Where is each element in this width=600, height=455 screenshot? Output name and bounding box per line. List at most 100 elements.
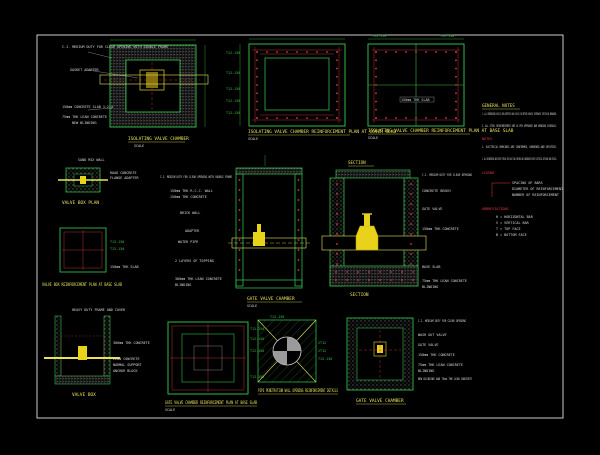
rebar-dot [316, 51, 318, 53]
abbrev-4: B = BOTTOM FACE [496, 233, 527, 237]
rebar-dot [410, 183, 412, 185]
gate-valve-chamber-plan-2: C.I. MEDIUM DUTY FOR CLEAR OPENING WASH … [346, 317, 472, 405]
rebar-dot [336, 183, 338, 185]
rebar-dot [297, 219, 300, 221]
rebar-dot [297, 179, 300, 181]
rebar-dot [297, 199, 300, 201]
rebar-dot [435, 117, 437, 119]
rebar-dot [385, 51, 387, 53]
rebar-dot [375, 108, 377, 111]
rebar-dot [395, 117, 397, 119]
rebar-dot [401, 279, 403, 281]
vb-plan-c3: FLANGE ADAPTER [110, 176, 140, 180]
rebar-dot [425, 51, 427, 53]
rebar-dot [238, 239, 241, 241]
rebar-dot [415, 117, 417, 119]
iso-callout-3: 150mm CONCRETE SLAB 1:2:4 [62, 105, 113, 109]
gv-c1: C.I. MEDIUM DUTY FOR CLEAR OPENING WITH … [160, 175, 232, 179]
rebar-dot [297, 229, 300, 231]
abbrev-3: T = TOP FACE [496, 227, 521, 231]
rebar-dot [336, 67, 338, 70]
pp-dim-1: 2T12 [318, 341, 326, 345]
rebar-dot [445, 117, 447, 119]
gvr-dim-1: T12-150 [250, 327, 264, 331]
rebar-dot [375, 84, 377, 86]
title-valve-box: VALVE BOX [72, 392, 96, 398]
sec-c1: C.I. MEDIUM DUTY FOR CLEAR OPENING [422, 173, 472, 177]
notes-heading: NOTES [482, 137, 492, 141]
legend-1: SPACING OF BARS [512, 181, 543, 185]
rebar-dot [455, 117, 457, 119]
rebar-dot [357, 271, 359, 273]
rebar-dot [336, 84, 338, 86]
rebar-dot [455, 75, 457, 78]
abbrev-heading: ABBREVIATIONS [482, 207, 509, 211]
rebar-dot [455, 108, 457, 111]
rebar-dot [238, 229, 241, 231]
rebar-dot [326, 117, 328, 119]
rebar-dot [238, 199, 241, 201]
rebar-dot [336, 100, 338, 103]
rebar-dot [375, 92, 377, 95]
scale-gvr: SCALE [165, 408, 175, 412]
title-gate-valve-reinf: GATE VALVE CHAMBER REINFORCEMENT PLAN AT… [165, 400, 257, 406]
rebar-dot [375, 59, 377, 62]
valve-box-reinforcement: T12-150 T12-150 150mm THK SLAB VALVE BOX… [42, 227, 139, 288]
rebar-dot [336, 233, 338, 235]
cover-dim-2: T12-150 [226, 71, 240, 75]
rebar-dot [297, 259, 300, 261]
gv-c8: 300mm THK LEAN CONCRETE [175, 277, 222, 281]
rebar-dot [256, 75, 258, 78]
rebar-dot [238, 209, 241, 211]
vb-reinf-1: T12-150 [110, 240, 124, 244]
title-valve-box-plan: VALVE BOX PLAN [62, 200, 99, 206]
rebar-dot [256, 67, 258, 70]
abbrev-2: V = VERTICAL BAR [496, 221, 530, 225]
rebar-dot [335, 271, 337, 273]
sec-c2: CONCRETE BENCH [422, 189, 451, 193]
sec-c7: BLINDING [422, 285, 438, 289]
rebar-dot [336, 117, 338, 119]
rebar-dot [297, 249, 300, 251]
base-dim-1: T12-150 [372, 34, 386, 38]
rebar-dot [410, 213, 412, 215]
general-notes-heading: GENERAL NOTES [482, 103, 515, 108]
rebar-dot [455, 51, 457, 53]
title-valve-box-reinf: VALVE BOX REINFORCEMENT PLAN AT BASE SLA… [42, 282, 122, 288]
title-isolating-chamber: ISOLATING VALVE CHAMBER [128, 136, 189, 142]
cover-dim-4: T12-150 [226, 99, 240, 103]
scale-iso: SCALE [134, 144, 144, 148]
rebar-dot [368, 279, 370, 281]
rebar-dot [405, 117, 407, 119]
rebar-dot [297, 239, 300, 241]
gvr-dim-3: T12-150 [250, 349, 264, 353]
section-view: SECTION C.I. MEDIUM DUTY FOR CLEAR OPENI… [321, 160, 472, 298]
isolating-cover-slab-plan: T12-150 T12-150 T12-150 T12-150 T12-150 … [226, 38, 396, 141]
general-note-1: 1. ALL DIMENSIONS ARE IN MILLIMETERS AND… [482, 112, 557, 116]
cover-dim-5: T12-150 [226, 111, 240, 115]
title-gate-valve-chamber-2: GATE VALVE CHAMBER [356, 398, 404, 404]
pp-dim-4: T12-150 [270, 315, 284, 319]
rebar-dot [296, 51, 298, 53]
gv2-c1: C.I. MEDIUM DUTY FOR CLEAR OPENING [418, 319, 466, 323]
title-pipe-penetration: PIPE PENETRATION WALL OPENING REINFORCEM… [258, 388, 338, 394]
vb-reinf-2: T12-150 [110, 247, 124, 251]
iso-callout-5: NEW BLINDING [72, 121, 97, 125]
rebar-dot [410, 193, 412, 195]
drawing-border [36, 34, 564, 419]
rebar-dot [346, 279, 348, 281]
gv-c3: 150mm THK CONCRETE [170, 195, 207, 199]
rebar-dot [306, 117, 308, 119]
rebar-dot [357, 279, 359, 281]
scale-base: SCALE [368, 136, 378, 140]
rebar-dot [266, 51, 268, 53]
rebar-dot [410, 233, 412, 235]
legend-2: DIAMETER OF REINFORCEMENT [512, 187, 563, 191]
vb-c2: 300mm THK CONCRETE [113, 341, 150, 345]
rebar-dot [306, 51, 308, 53]
rebar-dot [385, 117, 387, 119]
rebar-dot [335, 279, 337, 281]
vb-c1: HEAVY DUTY FRAME AND COVER [72, 308, 126, 312]
rebar-dot [445, 51, 447, 53]
rebar-dot [276, 51, 278, 53]
